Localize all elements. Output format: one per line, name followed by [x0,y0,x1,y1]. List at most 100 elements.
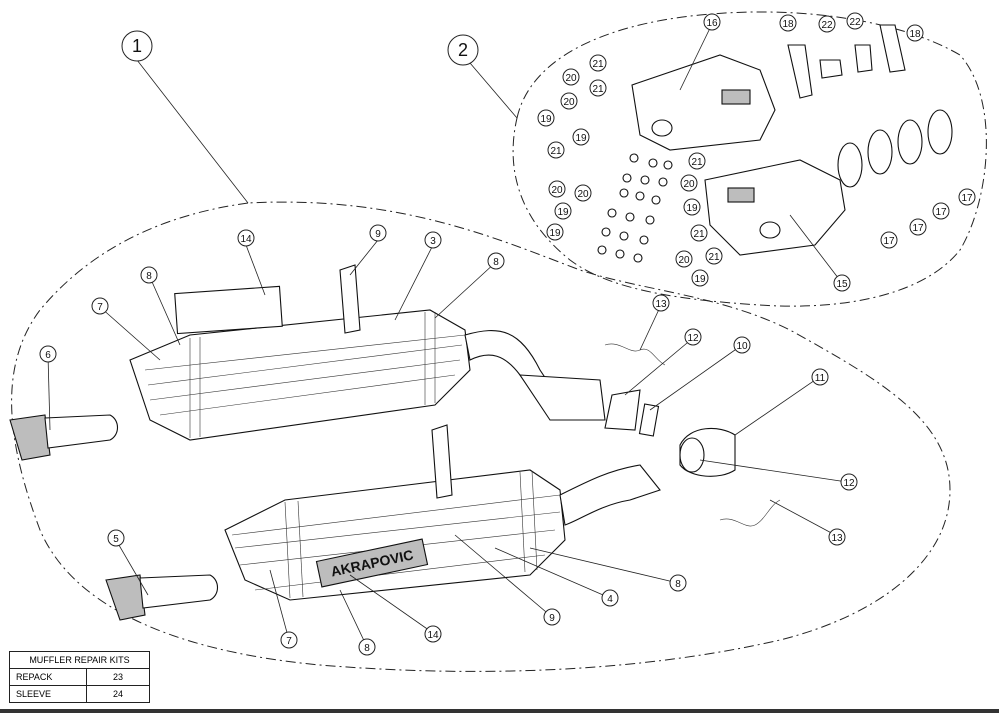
kit-number: 23 [86,668,150,686]
svg-text:21: 21 [708,252,720,263]
callout-20e: 20 [574,184,592,202]
fasteners [597,153,673,263]
callout-22b: 22 [846,12,864,30]
callout-12b: 12 [840,473,858,491]
svg-text:16: 16 [706,18,718,29]
callout-20a: 20 [562,68,580,86]
kit-label: SLEEVE [9,685,87,703]
callout-1: 1 [121,30,153,62]
svg-text:7: 7 [97,302,103,313]
brackets [787,24,906,99]
group-2-outline [512,11,987,307]
svg-text:17: 17 [883,236,895,247]
callout-3: 3 [424,231,442,249]
svg-text:13: 13 [655,299,667,310]
callout-8c: 8 [358,638,376,656]
svg-text:17: 17 [935,207,947,218]
svg-text:20: 20 [678,255,690,266]
svg-text:18: 18 [782,19,794,30]
callout-8a: 8 [140,266,158,284]
upper-muffler [129,264,606,441]
svg-text:18: 18 [909,29,921,40]
svg-text:8: 8 [146,271,152,282]
svg-text:9: 9 [375,229,381,240]
callout-17b: 17 [932,202,950,220]
svg-text:14: 14 [240,234,252,245]
svg-text:8: 8 [364,643,370,654]
svg-text:21: 21 [592,84,604,95]
svg-text:19: 19 [694,274,706,285]
callout-20b: 20 [560,92,578,110]
callout-16: 16 [703,13,721,31]
bottom-border [0,709,999,713]
link-parts [604,343,781,527]
callout-19c: 19 [683,198,701,216]
callout-7a: 7 [91,297,109,315]
callout-18b: 18 [906,24,924,42]
callout-19f: 19 [691,269,709,287]
svg-text:20: 20 [577,189,589,200]
svg-text:2: 2 [458,40,468,60]
callout-17a: 17 [958,188,976,206]
svg-text:21: 21 [691,157,703,168]
svg-text:6: 6 [45,350,51,361]
table-row: REPACK 23 [9,668,150,686]
callout-19a: 19 [537,109,555,127]
svg-text:17: 17 [961,193,973,204]
svg-text:21: 21 [592,59,604,70]
svg-text:10: 10 [736,341,748,352]
callout-13b: 13 [828,528,846,546]
callout-4: 4 [601,589,619,607]
lower-muffler: AKRAPOVIC [224,424,661,601]
svg-text:12: 12 [843,478,855,489]
callout-19b: 19 [572,128,590,146]
callout-11: 11 [811,368,829,386]
callout-2: 2 [447,34,479,66]
svg-text:17: 17 [912,223,924,234]
callout-21a: 21 [589,54,607,72]
callout-21b: 21 [589,79,607,97]
kit-number: 24 [86,685,150,703]
svg-text:9: 9 [549,613,555,624]
svg-text:19: 19 [557,207,569,218]
callout-10: 10 [733,336,751,354]
callout-17c: 17 [909,218,927,236]
svg-text:19: 19 [540,114,552,125]
callout-12a: 12 [684,328,702,346]
callout-19d: 19 [554,202,572,220]
heat-shields [631,54,846,256]
callout-15: 15 [833,274,851,292]
svg-text:21: 21 [693,229,705,240]
svg-text:13: 13 [831,533,843,544]
svg-text:21: 21 [550,146,562,157]
svg-text:4: 4 [607,594,613,605]
callout-9a: 9 [369,224,387,242]
svg-text:14: 14 [427,630,439,641]
callout-18a: 18 [779,14,797,32]
callout-19e: 19 [546,223,564,241]
callout-8b: 8 [487,252,505,270]
callout-20c: 20 [680,174,698,192]
callout-14b: 14 [424,625,442,643]
svg-text:1: 1 [132,36,142,56]
group-1-outline [11,201,951,672]
svg-text:19: 19 [575,133,587,144]
leader-lines [47,23,848,648]
callout-22a: 22 [818,15,836,33]
callout-8d: 8 [669,574,687,592]
callout-21e: 21 [690,224,708,242]
svg-text:11: 11 [815,373,826,384]
muffler-repair-kits-table: MUFFLER REPAIR KITS REPACK 23 SLEEVE 24 [9,651,150,703]
kits-table-title: MUFFLER REPAIR KITS [9,651,150,669]
svg-text:3: 3 [430,236,436,247]
callout-21f: 21 [705,247,723,265]
callout-20f: 20 [675,250,693,268]
callout-5: 5 [107,529,125,547]
svg-text:20: 20 [551,185,563,196]
callout-6: 6 [39,345,57,363]
svg-text:8: 8 [675,579,681,590]
svg-text:12: 12 [687,333,699,344]
clamps [837,109,953,188]
callout-20d: 20 [548,180,566,198]
